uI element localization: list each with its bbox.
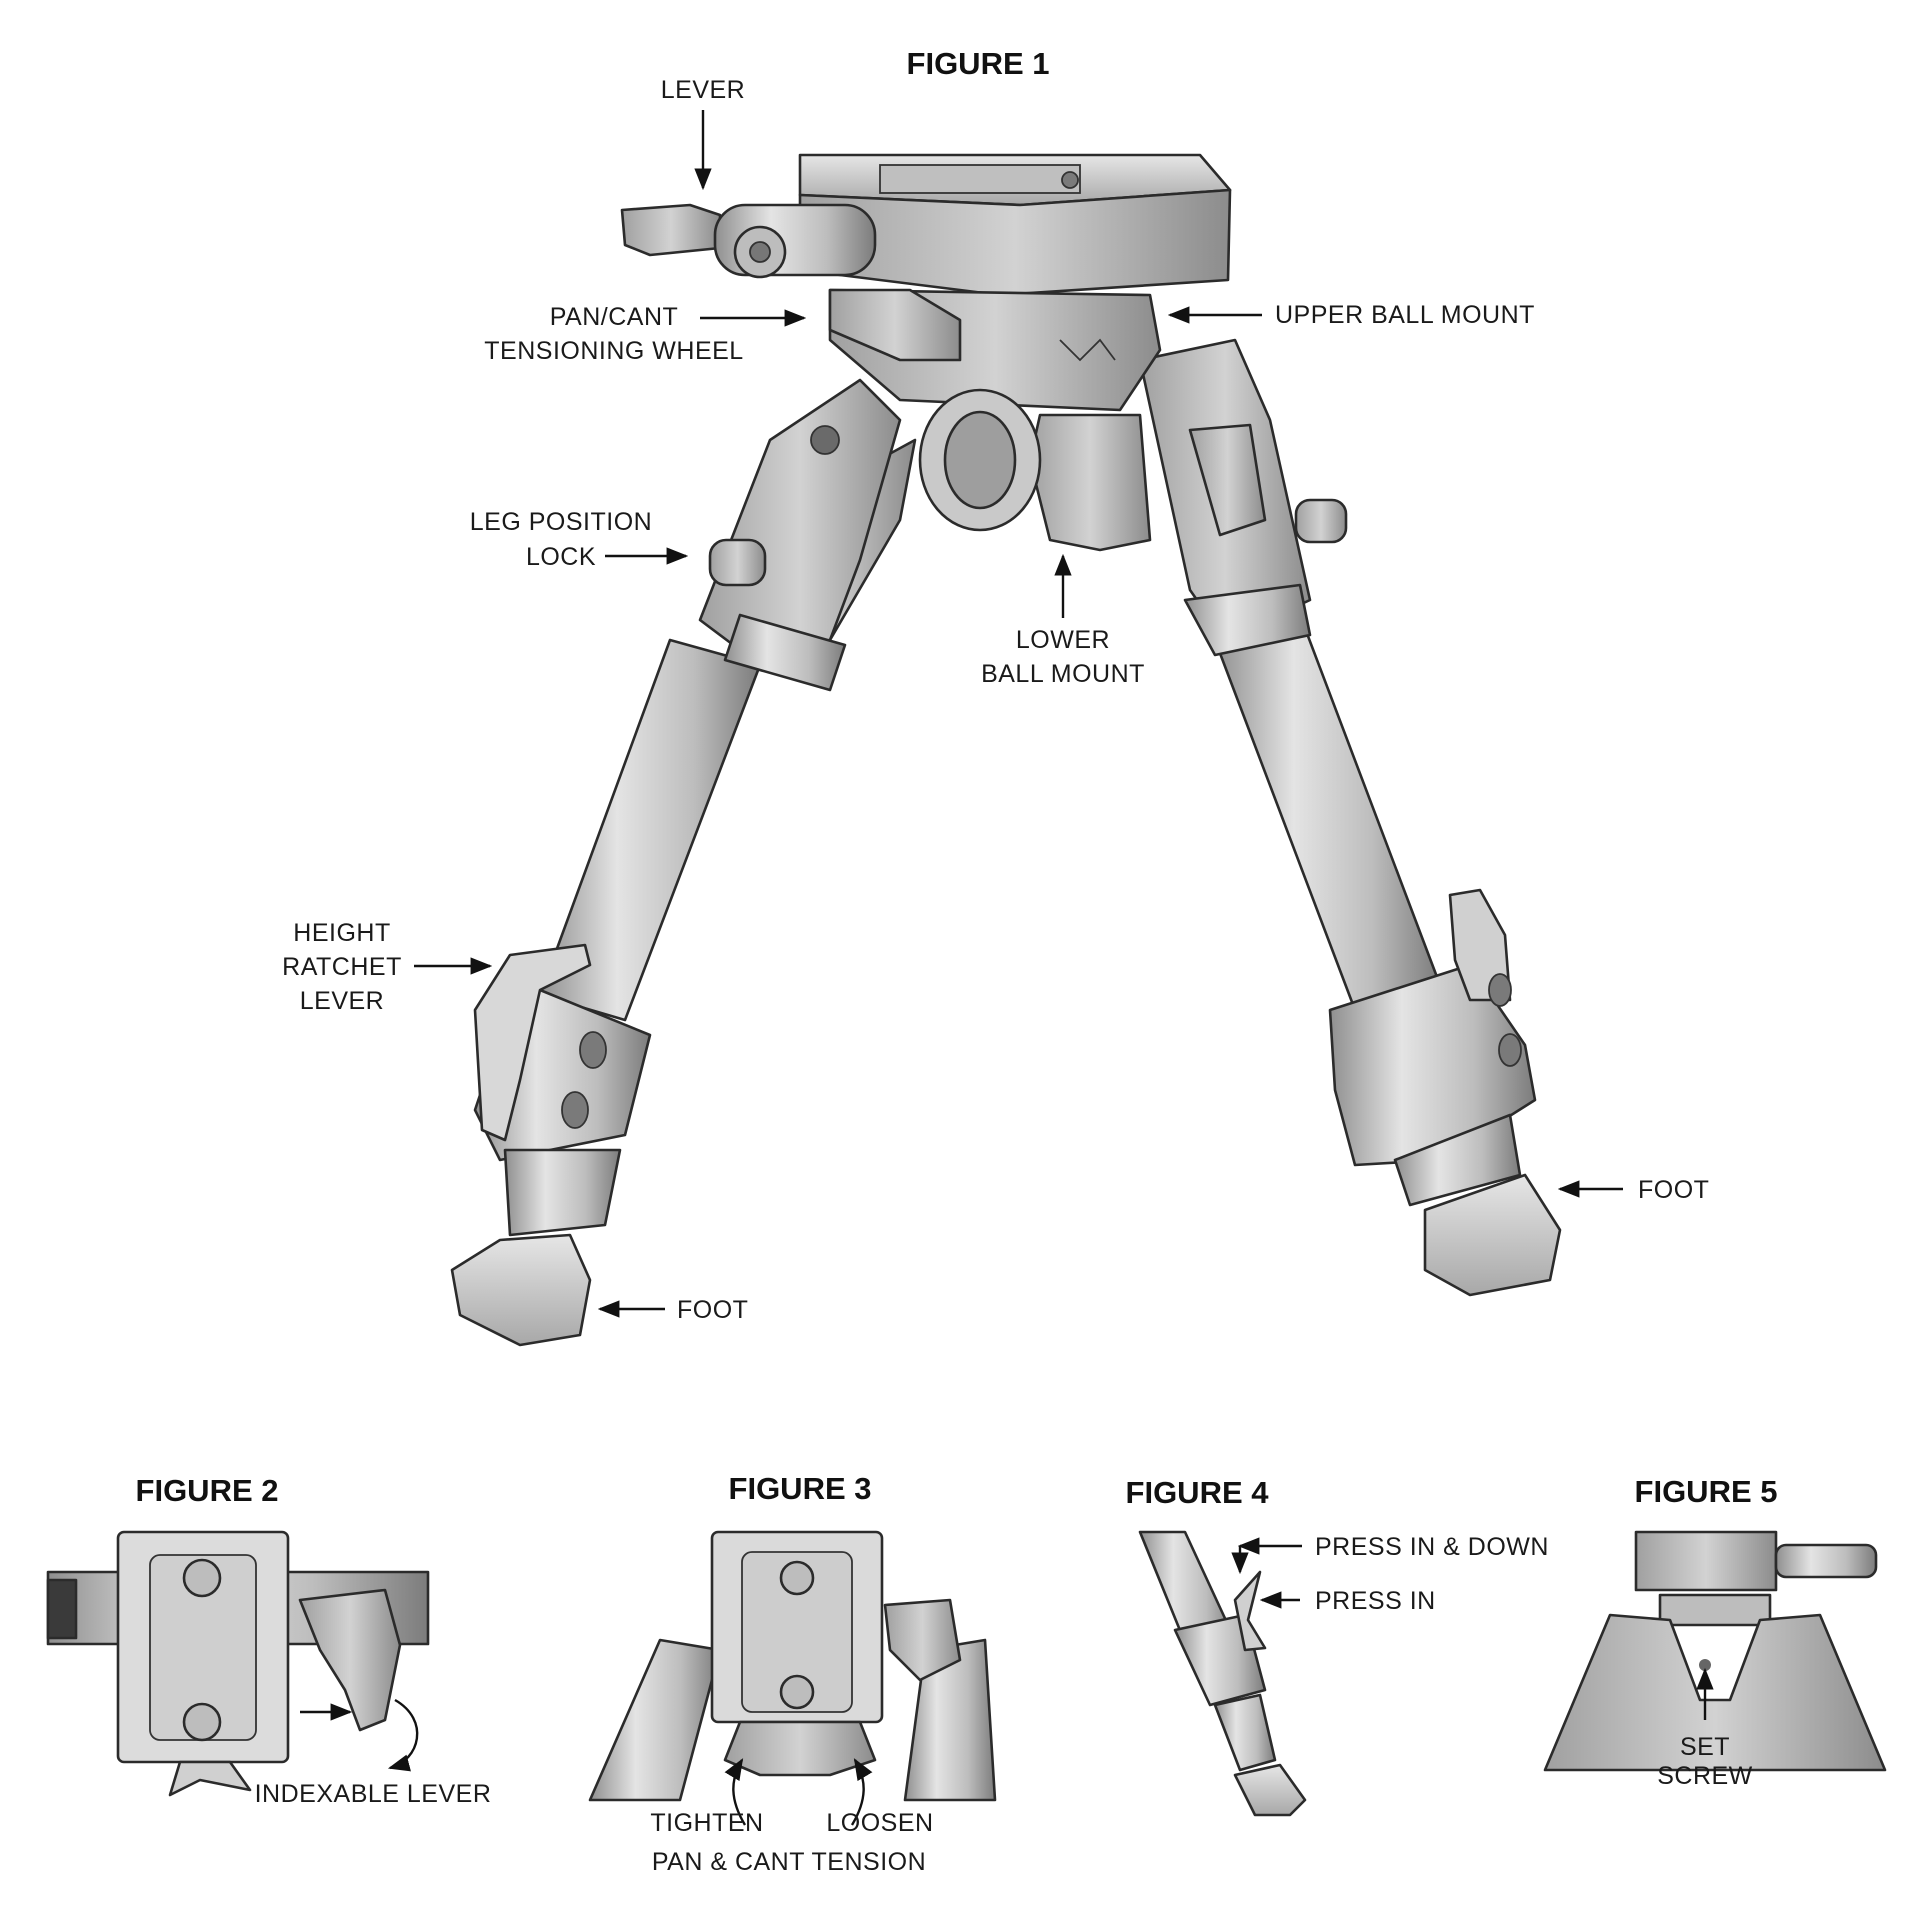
label-tighten: TIGHTEN: [650, 1809, 763, 1837]
label-press-in: PRESS IN: [1315, 1587, 1436, 1615]
label-pan-cant-tension: PAN & CANT TENSION: [652, 1848, 926, 1876]
label-height-line-2: RATCHET: [282, 953, 402, 981]
lever: [620, 203, 877, 279]
label-upper-ball-mount: UPPER BALL MOUNT: [1275, 301, 1535, 329]
leg-position-lock: [708, 538, 767, 587]
label-set-screw-line-2: SCREW: [1657, 1762, 1753, 1790]
label-height-line-3: LEVER: [300, 987, 384, 1015]
label-foot-right: FOOT: [1638, 1176, 1709, 1204]
figure-1: FIGURE 1: [282, 46, 1709, 1347]
label-set-screw-line-1: SET: [1680, 1733, 1730, 1761]
label-height-line-1: HEIGHT: [293, 919, 390, 947]
figure-2-title: FIGURE 2: [136, 1473, 279, 1508]
label-lower-ball-line-2: BALL MOUNT: [981, 660, 1145, 688]
label-foot-left: FOOT: [677, 1296, 748, 1324]
figure-5-title: FIGURE 5: [1635, 1474, 1778, 1509]
figure-4-title: FIGURE 4: [1126, 1475, 1270, 1510]
label-pan-cant-line-1: PAN/CANT: [550, 303, 679, 331]
figure-4: FIGURE 4 PRESS IN & DOWN PRESS IN: [1126, 1475, 1549, 1817]
label-lower-ball-line-1: LOWER: [1016, 626, 1110, 654]
figure-5: FIGURE 5 SET SCREW: [1543, 1474, 1887, 1790]
label-lever: LEVER: [661, 76, 745, 104]
figure-1-title: FIGURE 1: [907, 46, 1050, 81]
figure-2: FIGURE 2 INDEXABLE LEVER: [46, 1473, 492, 1808]
label-pan-cant-line-2: TENSIONING WHEEL: [484, 337, 743, 365]
label-press-in-down: PRESS IN & DOWN: [1315, 1533, 1549, 1561]
label-indexable-lever: INDEXABLE LEVER: [255, 1780, 492, 1808]
figure-3-title: FIGURE 3: [729, 1471, 872, 1506]
label-leg-position-line-1: LEG POSITION: [470, 508, 652, 536]
right-leg: [1138, 338, 1562, 1297]
figure-3: FIGURE 3 TIGHTEN LOOSEN PAN & CANT TENSI…: [588, 1471, 997, 1876]
label-loosen: LOOSEN: [826, 1809, 933, 1837]
pan-cant-tensioning-wheel: [828, 288, 962, 362]
left-leg: [450, 378, 917, 1347]
label-leg-position-line-2: LOCK: [526, 543, 596, 571]
